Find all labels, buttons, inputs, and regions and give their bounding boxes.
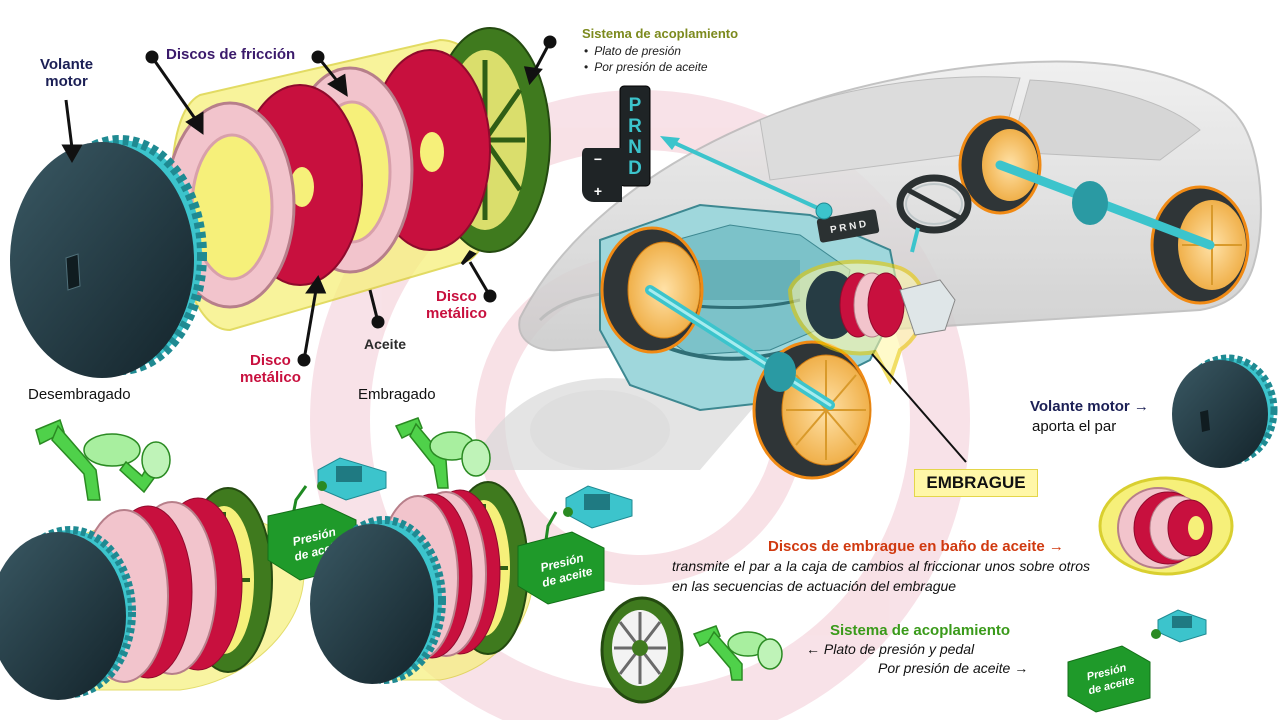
gear-selector-arrow xyxy=(660,136,833,220)
label-discos-friccion: Discos de fricción xyxy=(166,46,296,63)
legend-flywheel-icon xyxy=(1172,354,1278,468)
sistema-acoplamiento-list: Plato de presión Por presión de aceite xyxy=(582,43,708,75)
gear-knob-small-icon: P R N D xyxy=(816,209,880,243)
legend-volante-title: Volante motor → xyxy=(1030,398,1149,415)
clutch-in-car xyxy=(787,259,956,386)
disengaged-assembly xyxy=(0,418,305,700)
gear-selector-icon: P R N D − + xyxy=(582,85,651,202)
legend-discos-title: Discos de embrague en baño de aceite → xyxy=(768,538,1064,555)
rear-axle-assembly xyxy=(958,115,1250,305)
legend-disc-pack-icon xyxy=(1098,476,1234,576)
gear-letter-n: N xyxy=(628,137,642,158)
exploded-clutch-assembly xyxy=(10,27,551,378)
legend-sistema-line1: ← Plato de presión y pedal xyxy=(806,641,975,657)
label-embrague: EMBRAGUE xyxy=(914,469,1038,497)
gear-plus: + xyxy=(594,183,602,199)
pedal-assembly-disengaged-icon xyxy=(35,418,171,501)
gear-letter-d: D xyxy=(628,158,642,179)
gear-minus: − xyxy=(594,151,602,167)
embrague-pointer xyxy=(871,353,967,463)
pedal-assembly-icon xyxy=(692,625,783,681)
gear-letter-r: R xyxy=(628,116,642,137)
legend-discos-desc: transmite el par a la caja de cambios al… xyxy=(672,558,1090,594)
label-desembragado: Desembragado xyxy=(28,386,131,403)
hydraulic-actuator-icon-2: Presión de aceite xyxy=(517,485,633,605)
legend-hydraulic-icon: Presión de aceite xyxy=(1067,609,1207,713)
sistema-item-plato: Plato de presión xyxy=(594,43,708,59)
front-axle xyxy=(645,285,835,410)
engaged-assembly xyxy=(310,417,534,684)
steering-wheel-icon xyxy=(896,174,972,253)
label-pointers xyxy=(61,35,557,367)
legend-sistema-line2: Por presión de aceite → xyxy=(878,660,1029,676)
label-embragado: Embragado xyxy=(358,386,436,403)
label-aceite: Aceite xyxy=(364,336,407,352)
flywheel-icon xyxy=(10,135,207,378)
label-sistema-acoplamiento: Sistema de acoplamiento xyxy=(582,26,739,41)
sistema-item-aceite: Por presión de aceite xyxy=(594,59,707,75)
pedal-assembly-engaged-icon xyxy=(394,417,491,489)
wheel-icon xyxy=(600,596,684,704)
legend-volante-desc: aporta el par xyxy=(1032,418,1117,435)
gear-letter-p: P xyxy=(629,95,642,116)
legend-sistema-title: Sistema de acoplamiento xyxy=(830,622,1011,639)
